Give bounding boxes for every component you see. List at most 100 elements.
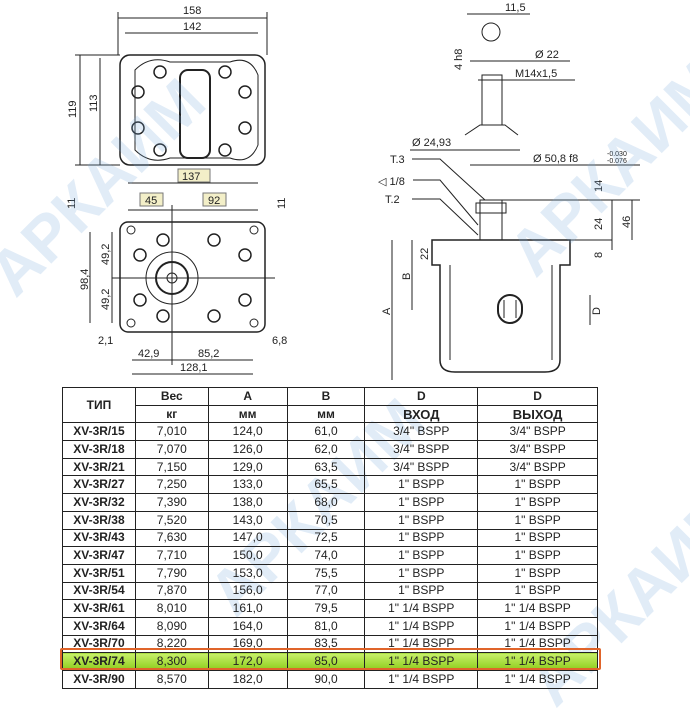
cell-type: XV-3R/15 — [62, 422, 136, 442]
cell-d-in: 1" BSPP — [364, 493, 479, 512]
dim-key-width: 11,5 — [505, 2, 526, 14]
dim-46: 46 — [621, 216, 633, 228]
cell-a: 156,0 — [207, 581, 288, 601]
header-d-out: D — [477, 387, 598, 406]
cell-d-out: 3/4" BSPP — [477, 422, 598, 442]
cell-d-out: 1" BSPP — [477, 563, 598, 583]
cell-b: 83,5 — [286, 634, 366, 654]
cell-d-out: 1" 1/4 BSPP — [477, 599, 598, 618]
tolerance-lower: -0.076 — [607, 158, 627, 165]
cell-d-out: 1" 1/4 BSPP — [477, 634, 598, 654]
cell-b: 65,5 — [286, 475, 366, 495]
cell-b: 63,5 — [286, 457, 366, 477]
dim-front-height-lower: 49,2 — [100, 289, 112, 310]
cell-weight: 7,070 — [134, 440, 209, 459]
cell-b: 81,0 — [286, 616, 366, 636]
header-type: ТИП — [62, 386, 136, 424]
cell-weight: 7,520 — [134, 510, 209, 530]
cell-d-out: 3/4" BSPP — [477, 457, 598, 477]
cell-type: XV-3R/70 — [62, 634, 136, 654]
dim-front-left: 45 — [145, 195, 157, 207]
cell-d-in: 1" 1/4 BSPP — [364, 599, 479, 618]
cell-d-out: 3/4" BSPP — [477, 440, 598, 459]
cell-type: XV-3R/38 — [62, 510, 136, 530]
dim-front-total: 137 — [182, 171, 200, 183]
cell-d-out: 1" BSPP — [477, 493, 598, 512]
cell-weight: 7,390 — [134, 493, 209, 512]
cell-b: 72,5 — [286, 528, 366, 548]
dim-front-offset-left: 11 — [66, 198, 78, 209]
label-t2: T.2 — [385, 194, 400, 206]
dim-a: A — [381, 307, 393, 315]
dim-pilot-diameter: Ø 24,93 — [412, 137, 451, 149]
cell-d-in: 1" 1/4 BSPP — [364, 670, 479, 689]
cell-d-out: 1" 1/4 BSPP — [477, 616, 598, 636]
cell-d-out: 1" 1/4 BSPP — [477, 652, 598, 671]
cell-a: 129,0 — [207, 457, 288, 477]
cell-b: 85,0 — [286, 652, 366, 671]
cell-type: XV-3R/18 — [62, 440, 136, 459]
cell-a: 161,0 — [207, 599, 288, 618]
cell-d-in: 1" BSPP — [364, 475, 479, 495]
dim-thread: M14x1,5 — [515, 68, 557, 80]
cell-a: 164,0 — [207, 616, 288, 636]
cell-weight: 7,150 — [134, 457, 209, 477]
cell-weight: 7,250 — [134, 475, 209, 495]
front-view: 137 45 92 11 11 98,4 49,2 49,2 2,1 6,8 4… — [66, 168, 288, 375]
cell-type: XV-3R/90 — [62, 670, 136, 689]
header-d-in: D — [364, 387, 479, 406]
cell-d-out: 1" BSPP — [477, 528, 598, 548]
cell-a: 138,0 — [207, 493, 288, 512]
header-d-out-sub: ВЫХОД — [477, 404, 598, 424]
top-view: 158 142 119 113 — [67, 5, 268, 166]
cell-type: XV-3R/47 — [62, 546, 136, 565]
dim-front-offset-bottom-left: 2,1 — [98, 335, 113, 347]
header-a-unit: мм — [207, 404, 288, 424]
cell-d-out: 1" BSPP — [477, 510, 598, 530]
dim-front-height: 98,4 — [79, 269, 91, 290]
header-b: B — [286, 387, 366, 406]
cell-weight: 8,010 — [134, 599, 209, 618]
header-d-in-sub: ВХОД — [364, 404, 479, 424]
cell-b: 68,0 — [286, 493, 366, 512]
dim-front-bottom-left: 42,9 — [138, 348, 159, 360]
dim-8: 8 — [593, 252, 605, 258]
cell-b: 74,0 — [286, 546, 366, 565]
cell-b: 75,5 — [286, 563, 366, 583]
cell-type: XV-3R/54 — [62, 581, 136, 601]
dim-front-bottom-total: 128,1 — [180, 362, 208, 374]
cell-d-in: 3/4" BSPP — [364, 457, 479, 477]
cell-b: 61,0 — [286, 422, 366, 442]
cell-d-in: 1" 1/4 BSPP — [364, 652, 479, 671]
header-b-unit: мм — [286, 404, 366, 424]
cell-d-in: 1" BSPP — [364, 581, 479, 601]
cell-d-out: 1" BSPP — [477, 581, 598, 601]
dim-top-width-outer: 158 — [183, 5, 201, 17]
cell-weight: 8,300 — [134, 652, 209, 671]
cell-b: 62,0 — [286, 440, 366, 459]
cell-d-out: 1" BSPP — [477, 546, 598, 565]
label-t3: T.3 — [390, 154, 405, 166]
dim-24: 24 — [593, 218, 605, 230]
cell-d-in: 1" BSPP — [364, 546, 479, 565]
cell-b: 79,5 — [286, 599, 366, 618]
side-view: 11,5 4 h8 Ø 22 M14x1,5 Ø 24,93 Ø 50,8 f8… — [378, 2, 640, 380]
dim-front-offset-bottom-right: 6,8 — [272, 335, 287, 347]
dim-front-height-upper: 49,2 — [100, 244, 112, 265]
dim-b: B — [401, 273, 413, 280]
cell-a: 133,0 — [207, 475, 288, 495]
cell-type: XV-3R/64 — [62, 616, 136, 636]
cell-a: 182,0 — [207, 670, 288, 689]
dim-top-height-outer: 119 — [67, 100, 79, 118]
cell-d-out: 1" 1/4 BSPP — [477, 670, 598, 689]
cell-d-out: 1" BSPP — [477, 475, 598, 495]
